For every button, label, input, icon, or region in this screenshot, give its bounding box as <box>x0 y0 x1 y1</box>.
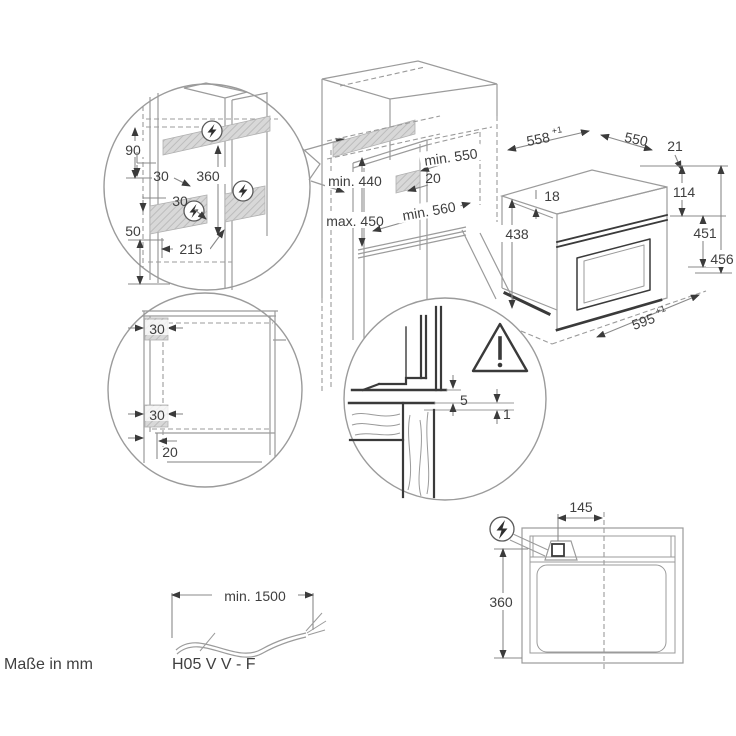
cabinet-connection-zone <box>332 119 416 158</box>
dim-plan-front-offset: 20 <box>162 444 178 460</box>
power-cord-drawing: min. 1500 H05 V V - F <box>171 588 327 673</box>
dim-zone-height-mid: 30 <box>172 193 188 209</box>
dim-bottom-offset: 50 <box>125 223 141 239</box>
dim-plan-side-zone-upper: 30 <box>149 321 165 337</box>
niche-rear-connection-zone <box>395 169 421 194</box>
oven-plan-view: 145 360 <box>485 499 684 670</box>
units-note: Maße in mm <box>4 656 93 673</box>
dim-shelf-gap: 5 <box>460 392 468 408</box>
power-connection-icon <box>232 180 254 202</box>
dim-oven-front-height: 451 <box>693 225 717 241</box>
corner-plan-detail-bubble: 30 30 20 <box>107 292 303 488</box>
dim-oven-front-width-tol: +1 <box>654 303 667 316</box>
dim-oven-front-width: 595 <box>630 310 658 333</box>
oven-drawing: 558 +1 550 21 18 438 114 451 456 595 +1 <box>499 124 736 345</box>
detail-circle <box>343 297 547 501</box>
dim-cabinet-depth-min: min. 550 <box>423 145 479 168</box>
dim-connection-box-offset: 145 <box>569 499 593 515</box>
power-connection-icon <box>489 516 549 557</box>
dim-oven-top-inset: 18 <box>544 188 560 204</box>
cord-type-label: H05 V V - F <box>172 656 256 673</box>
dim-wall-top-offset: 90 <box>125 142 141 158</box>
dim-niche-width-min: min. 560 <box>401 198 457 223</box>
dim-oven-top-width: 558 <box>525 129 551 149</box>
wood-grain <box>407 411 430 497</box>
dim-oven-top-depth: 550 <box>623 129 649 150</box>
warning-icon <box>471 322 529 373</box>
dim-plan-side-zone-lower: 30 <box>149 407 165 423</box>
cord-line <box>175 632 307 654</box>
dim-oven-panel-height: 114 <box>673 184 696 200</box>
dim-niche-height-max: max. 450 <box>326 213 384 229</box>
dim-niche-height-min: min. 440 <box>328 173 382 189</box>
wood-grain <box>351 413 401 436</box>
dim-oven-total-height: 456 <box>710 251 734 267</box>
dim-oven-body-height: 438 <box>505 226 529 242</box>
power-connection-icon <box>201 120 223 142</box>
detail-circle <box>103 83 311 291</box>
detail-circle <box>107 292 303 488</box>
dim-side-offset: 215 <box>179 241 203 257</box>
dim-rear-vent-gap: 20 <box>425 170 441 186</box>
dim-oven-front-overhang: 21 <box>667 138 683 154</box>
junction-box <box>544 540 578 561</box>
dim-oven-plan-depth: 360 <box>489 594 513 610</box>
dim-front-gap: 1 <box>503 406 511 422</box>
oven-plan-cavity <box>536 564 667 653</box>
junction-box-terminal <box>551 543 565 557</box>
dim-zone-spacing: 360 <box>196 168 220 184</box>
dim-oven-top-width-tol: +1 <box>551 124 563 136</box>
wall-connection-detail-bubble: 90 30 360 30 50 215 <box>103 82 311 291</box>
dim-cord-length-min: min. 1500 <box>224 588 286 604</box>
cord-wire-ends <box>305 612 327 636</box>
installation-gap-detail-bubble: 5 1 <box>343 297 547 501</box>
dim-zone-height-top: 30 <box>153 168 169 184</box>
